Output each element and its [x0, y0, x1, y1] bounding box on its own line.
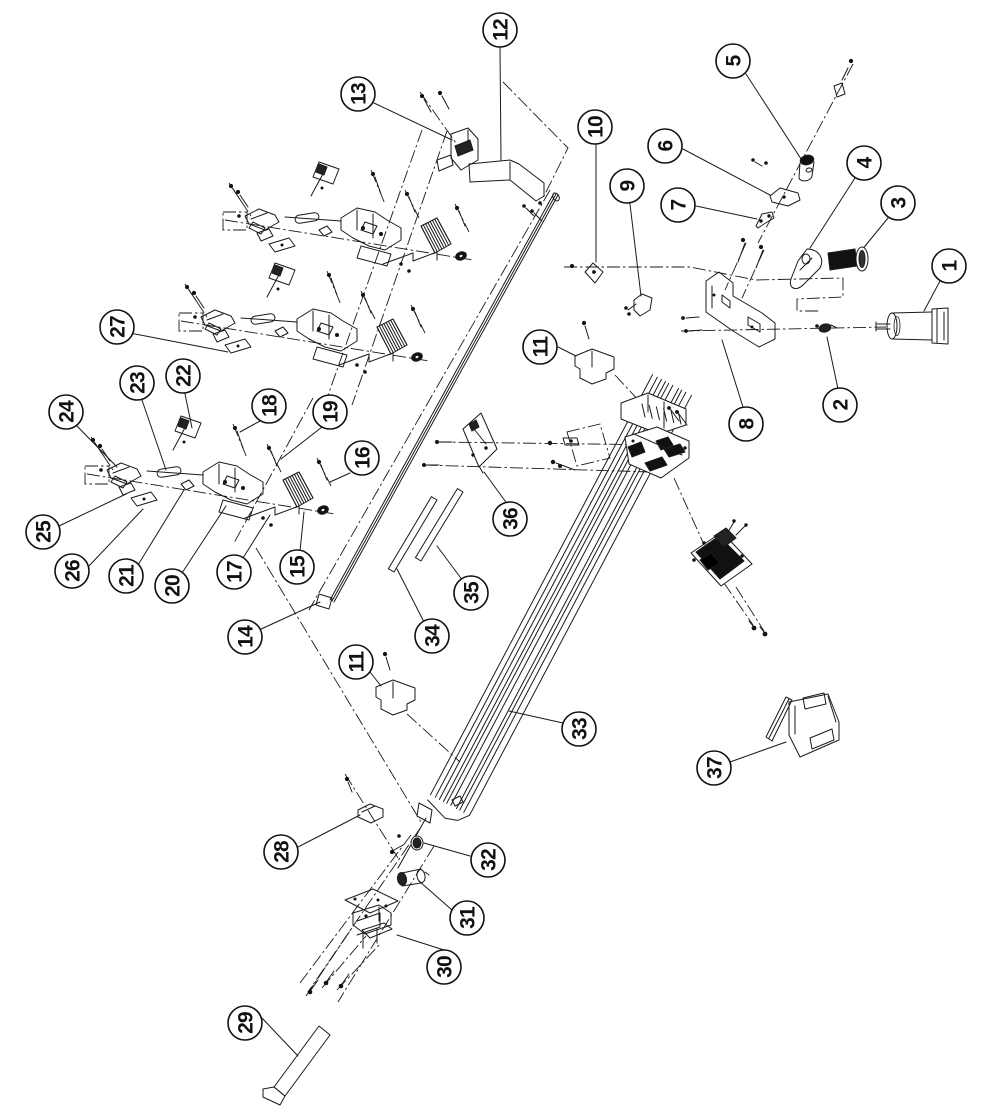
svg-text:12: 12	[489, 19, 512, 41]
svg-text:35: 35	[460, 581, 483, 604]
svg-text:25: 25	[32, 520, 55, 543]
svg-text:1: 1	[938, 259, 961, 271]
svg-text:11: 11	[529, 336, 552, 358]
svg-text:9: 9	[616, 180, 639, 191]
svg-text:13: 13	[347, 83, 370, 105]
svg-text:8: 8	[735, 417, 758, 429]
svg-text:14: 14	[234, 625, 257, 648]
svg-text:4: 4	[853, 156, 876, 168]
svg-text:10: 10	[584, 116, 607, 138]
svg-text:6: 6	[654, 140, 677, 151]
svg-text:24: 24	[55, 400, 78, 423]
svg-text:34: 34	[421, 624, 444, 647]
svg-text:23: 23	[126, 372, 149, 394]
svg-text:37: 37	[703, 757, 726, 779]
svg-text:2: 2	[829, 399, 852, 410]
svg-text:27: 27	[106, 316, 129, 338]
svg-text:18: 18	[258, 394, 281, 417]
svg-text:7: 7	[667, 199, 690, 210]
svg-text:32: 32	[477, 849, 500, 871]
svg-text:3: 3	[887, 197, 910, 208]
svg-text:30: 30	[433, 956, 456, 978]
svg-text:22: 22	[172, 365, 195, 387]
svg-text:19: 19	[319, 401, 342, 423]
svg-text:17: 17	[223, 561, 246, 583]
svg-text:28: 28	[270, 840, 293, 863]
svg-text:16: 16	[351, 447, 374, 469]
svg-text:11: 11	[345, 651, 368, 673]
svg-text:33: 33	[568, 718, 591, 740]
svg-text:29: 29	[234, 1012, 257, 1034]
svg-text:15: 15	[286, 555, 309, 578]
svg-text:21: 21	[115, 564, 138, 587]
svg-text:20: 20	[161, 575, 184, 597]
svg-text:5: 5	[722, 54, 745, 66]
svg-text:26: 26	[61, 560, 84, 582]
svg-text:36: 36	[499, 508, 522, 530]
svg-text:31: 31	[456, 906, 479, 929]
